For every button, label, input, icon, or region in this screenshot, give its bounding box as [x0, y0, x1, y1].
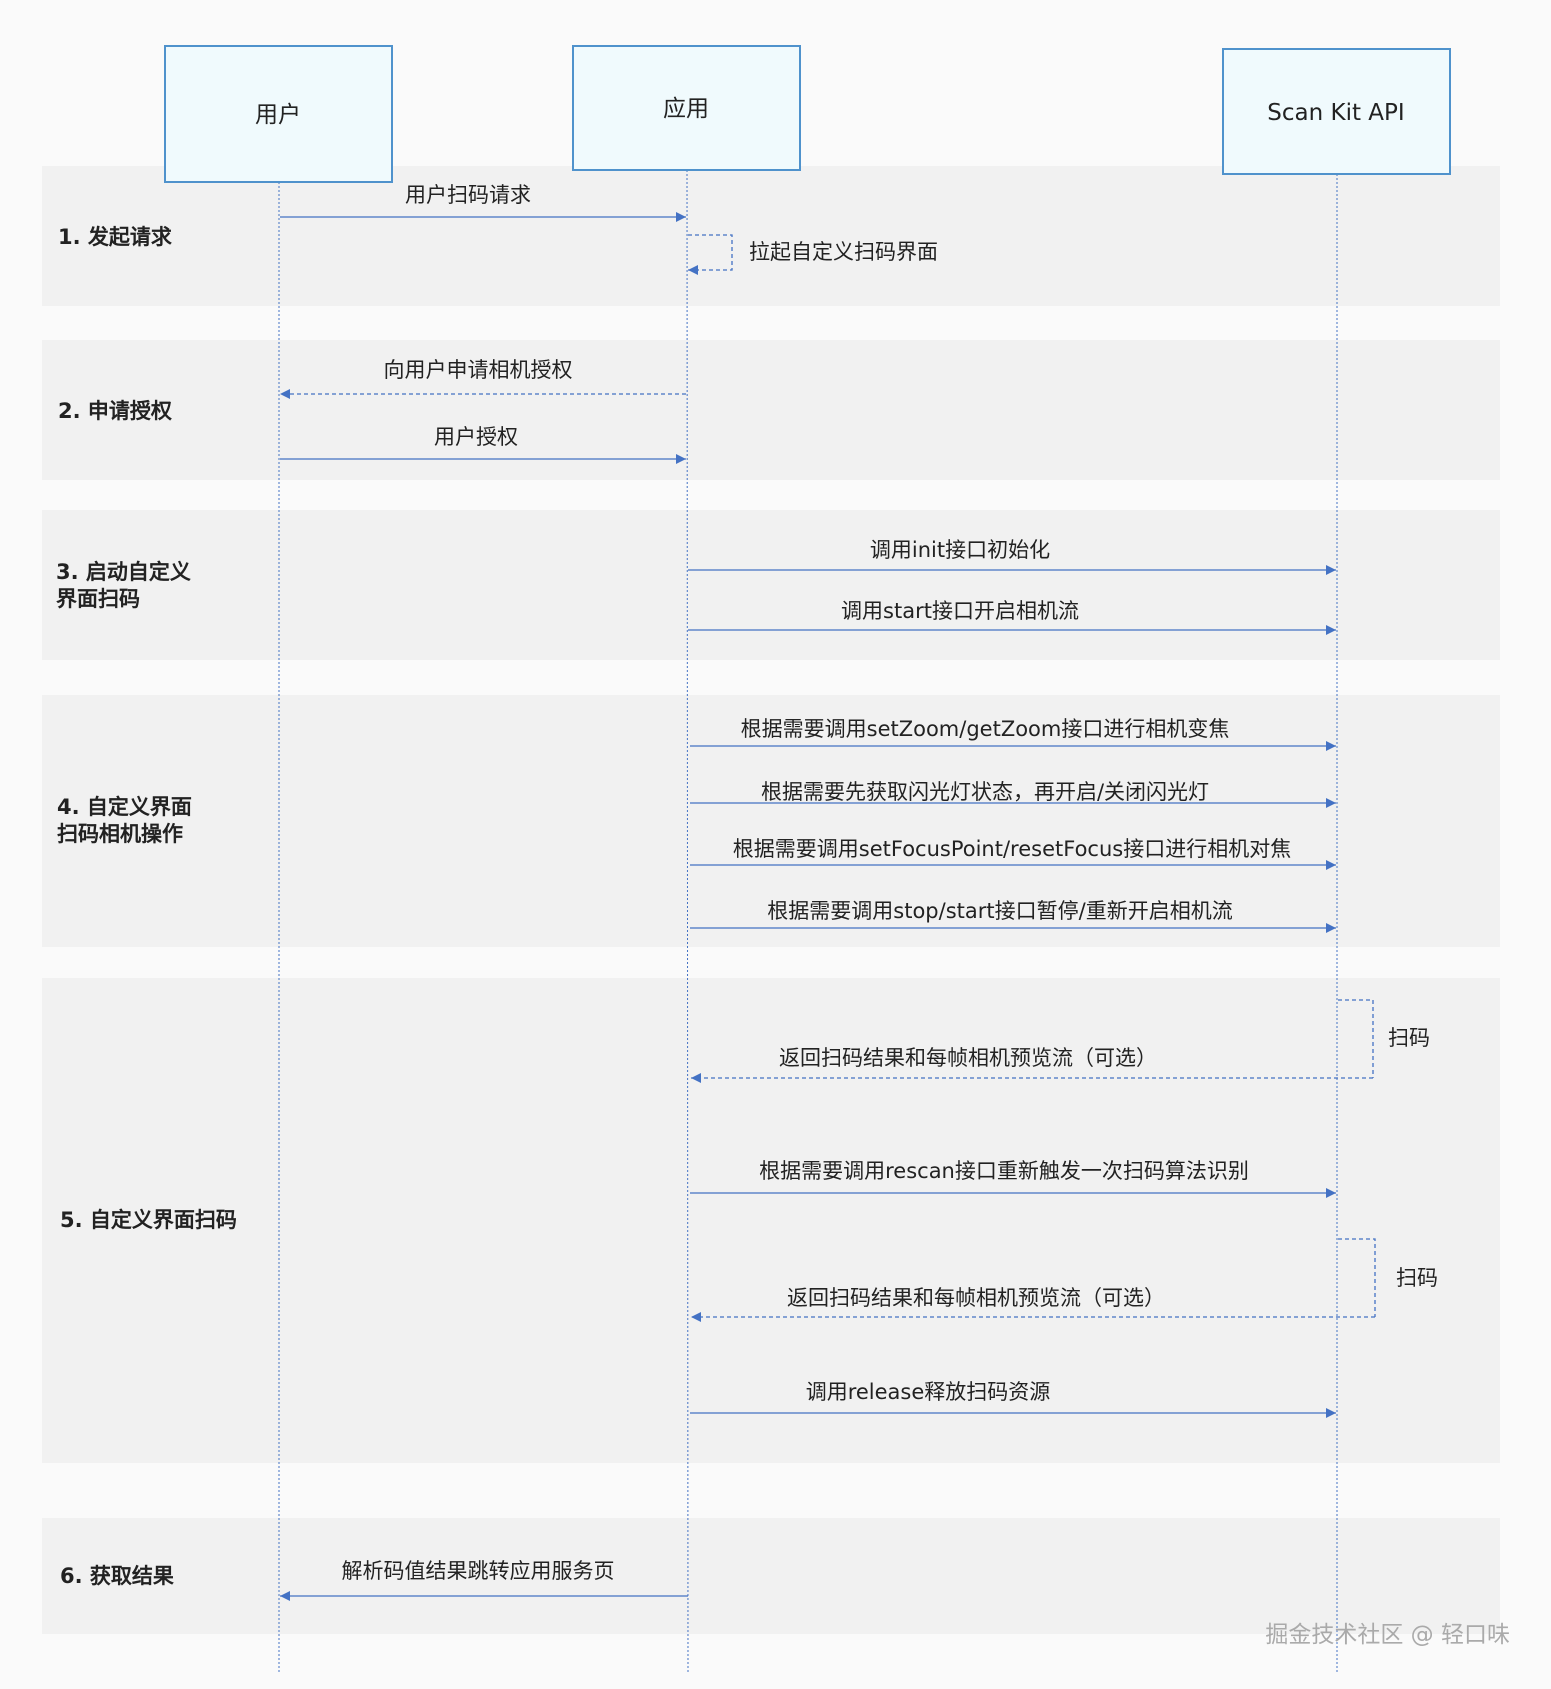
phase-label-3: 3. 启动自定义 界面扫码	[56, 560, 198, 611]
phase-band-5	[42, 978, 1500, 1463]
message-2: 向用户申请相机授权	[280, 358, 686, 399]
message-label: 扫码	[1388, 1026, 1430, 1050]
message-label: 调用release释放扫码资源	[806, 1380, 1051, 1404]
actor-label: 用户	[255, 102, 301, 128]
message-label: 调用init接口初始化	[870, 538, 1050, 562]
messages: 用户扫码请求 拉起自定义扫码界面 向用户申请相机授权 用户授权 调用init接口…	[280, 183, 1438, 1601]
actors: 用户 应用 Scan Kit API	[164, 45, 1451, 183]
message-13: 扫码	[1338, 1238, 1438, 1317]
message-1: 拉起自定义扫码界面	[688, 234, 938, 275]
phase-label-3-line-2: 界面扫码	[56, 587, 140, 611]
watermark: 掘金技术社区 @ 轻口味	[1265, 1622, 1510, 1648]
message-6: 根据需要调用setZoom/getZoom接口进行相机变焦	[690, 717, 1336, 751]
phase-band-1	[42, 166, 1500, 306]
message-16: 解析码值结果跳转应用服务页	[280, 1559, 688, 1601]
phase-label-2: 2. 申请授权	[58, 399, 172, 423]
message-4: 调用init接口初始化	[688, 538, 1336, 575]
phase-label-6: 6. 获取结果	[60, 1564, 174, 1588]
actor-app: 应用	[572, 45, 801, 171]
phase-band-2	[42, 340, 1500, 480]
message-label: 扫码	[1396, 1266, 1438, 1290]
message-12: 根据需要调用rescan接口重新触发一次扫码算法识别	[690, 1159, 1336, 1198]
actor-label: Scan Kit API	[1267, 100, 1404, 126]
phase-band-6	[42, 1518, 1500, 1634]
message-label: 根据需要先获取闪光灯状态，再开启/关闭闪光灯	[761, 780, 1209, 804]
message-8: 根据需要调用setFocusPoint/resetFocus接口进行相机对焦	[690, 837, 1336, 870]
message-label: 向用户申请相机授权	[384, 358, 573, 382]
actor-box	[1222, 48, 1451, 175]
message-label: 用户扫码请求	[405, 183, 531, 207]
phase-label-1: 1. 发起请求	[58, 225, 172, 249]
actor-scankit: Scan Kit API	[1222, 48, 1451, 175]
phase-band-3	[42, 510, 1500, 660]
message-self-loop	[1338, 1238, 1376, 1317]
message-9: 根据需要调用stop/start接口暂停/重新开启相机流	[690, 899, 1336, 933]
message-0: 用户扫码请求	[280, 183, 686, 222]
phase-label-4: 4. 自定义界面 扫码相机操作	[57, 795, 199, 846]
message-self-loop	[1338, 999, 1374, 1078]
message-label: 解析码值结果跳转应用服务页	[342, 1559, 615, 1583]
message-label: 调用start接口开启相机流	[841, 599, 1079, 623]
message-label: 根据需要调用rescan接口重新触发一次扫码算法识别	[759, 1159, 1249, 1183]
message-label: 根据需要调用setFocusPoint/resetFocus接口进行相机对焦	[733, 837, 1291, 861]
lifelines	[278, 169, 1338, 1673]
message-label: 拉起自定义扫码界面	[749, 240, 938, 264]
phase-label-5: 5. 自定义界面扫码	[60, 1208, 237, 1232]
actor-label: 应用	[663, 96, 709, 122]
message-14: 返回扫码结果和每帧相机预览流（可选）	[691, 1286, 1375, 1322]
actor-box	[572, 45, 801, 171]
message-10: 扫码	[1338, 999, 1430, 1078]
message-label: 用户授权	[434, 425, 518, 449]
phase-labels: 1. 发起请求 2. 申请授权 3. 启动自定义 界面扫码 4. 自定义界面 扫…	[56, 225, 237, 1588]
actor-user: 用户	[164, 45, 393, 183]
message-arrow	[688, 234, 733, 275]
actor-box	[164, 45, 393, 183]
message-15: 调用release释放扫码资源	[690, 1380, 1336, 1418]
phase-bands	[42, 166, 1500, 1634]
message-label: 返回扫码结果和每帧相机预览流（可选）	[779, 1046, 1157, 1070]
phase-label-4-line-2: 扫码相机操作	[57, 822, 183, 846]
phase-label-4-line-1: 4. 自定义界面	[57, 795, 192, 819]
message-label: 根据需要调用setZoom/getZoom接口进行相机变焦	[741, 717, 1230, 741]
message-3: 用户授权	[280, 425, 686, 464]
message-11: 返回扫码结果和每帧相机预览流（可选）	[691, 1046, 1373, 1083]
message-7: 根据需要先获取闪光灯状态，再开启/关闭闪光灯	[690, 780, 1336, 808]
phase-label-3-line-1: 3. 启动自定义	[56, 560, 191, 584]
message-label: 返回扫码结果和每帧相机预览流（可选）	[787, 1286, 1165, 1310]
phase-band-4	[42, 695, 1500, 947]
message-5: 调用start接口开启相机流	[688, 599, 1336, 635]
message-label: 根据需要调用stop/start接口暂停/重新开启相机流	[767, 899, 1232, 923]
